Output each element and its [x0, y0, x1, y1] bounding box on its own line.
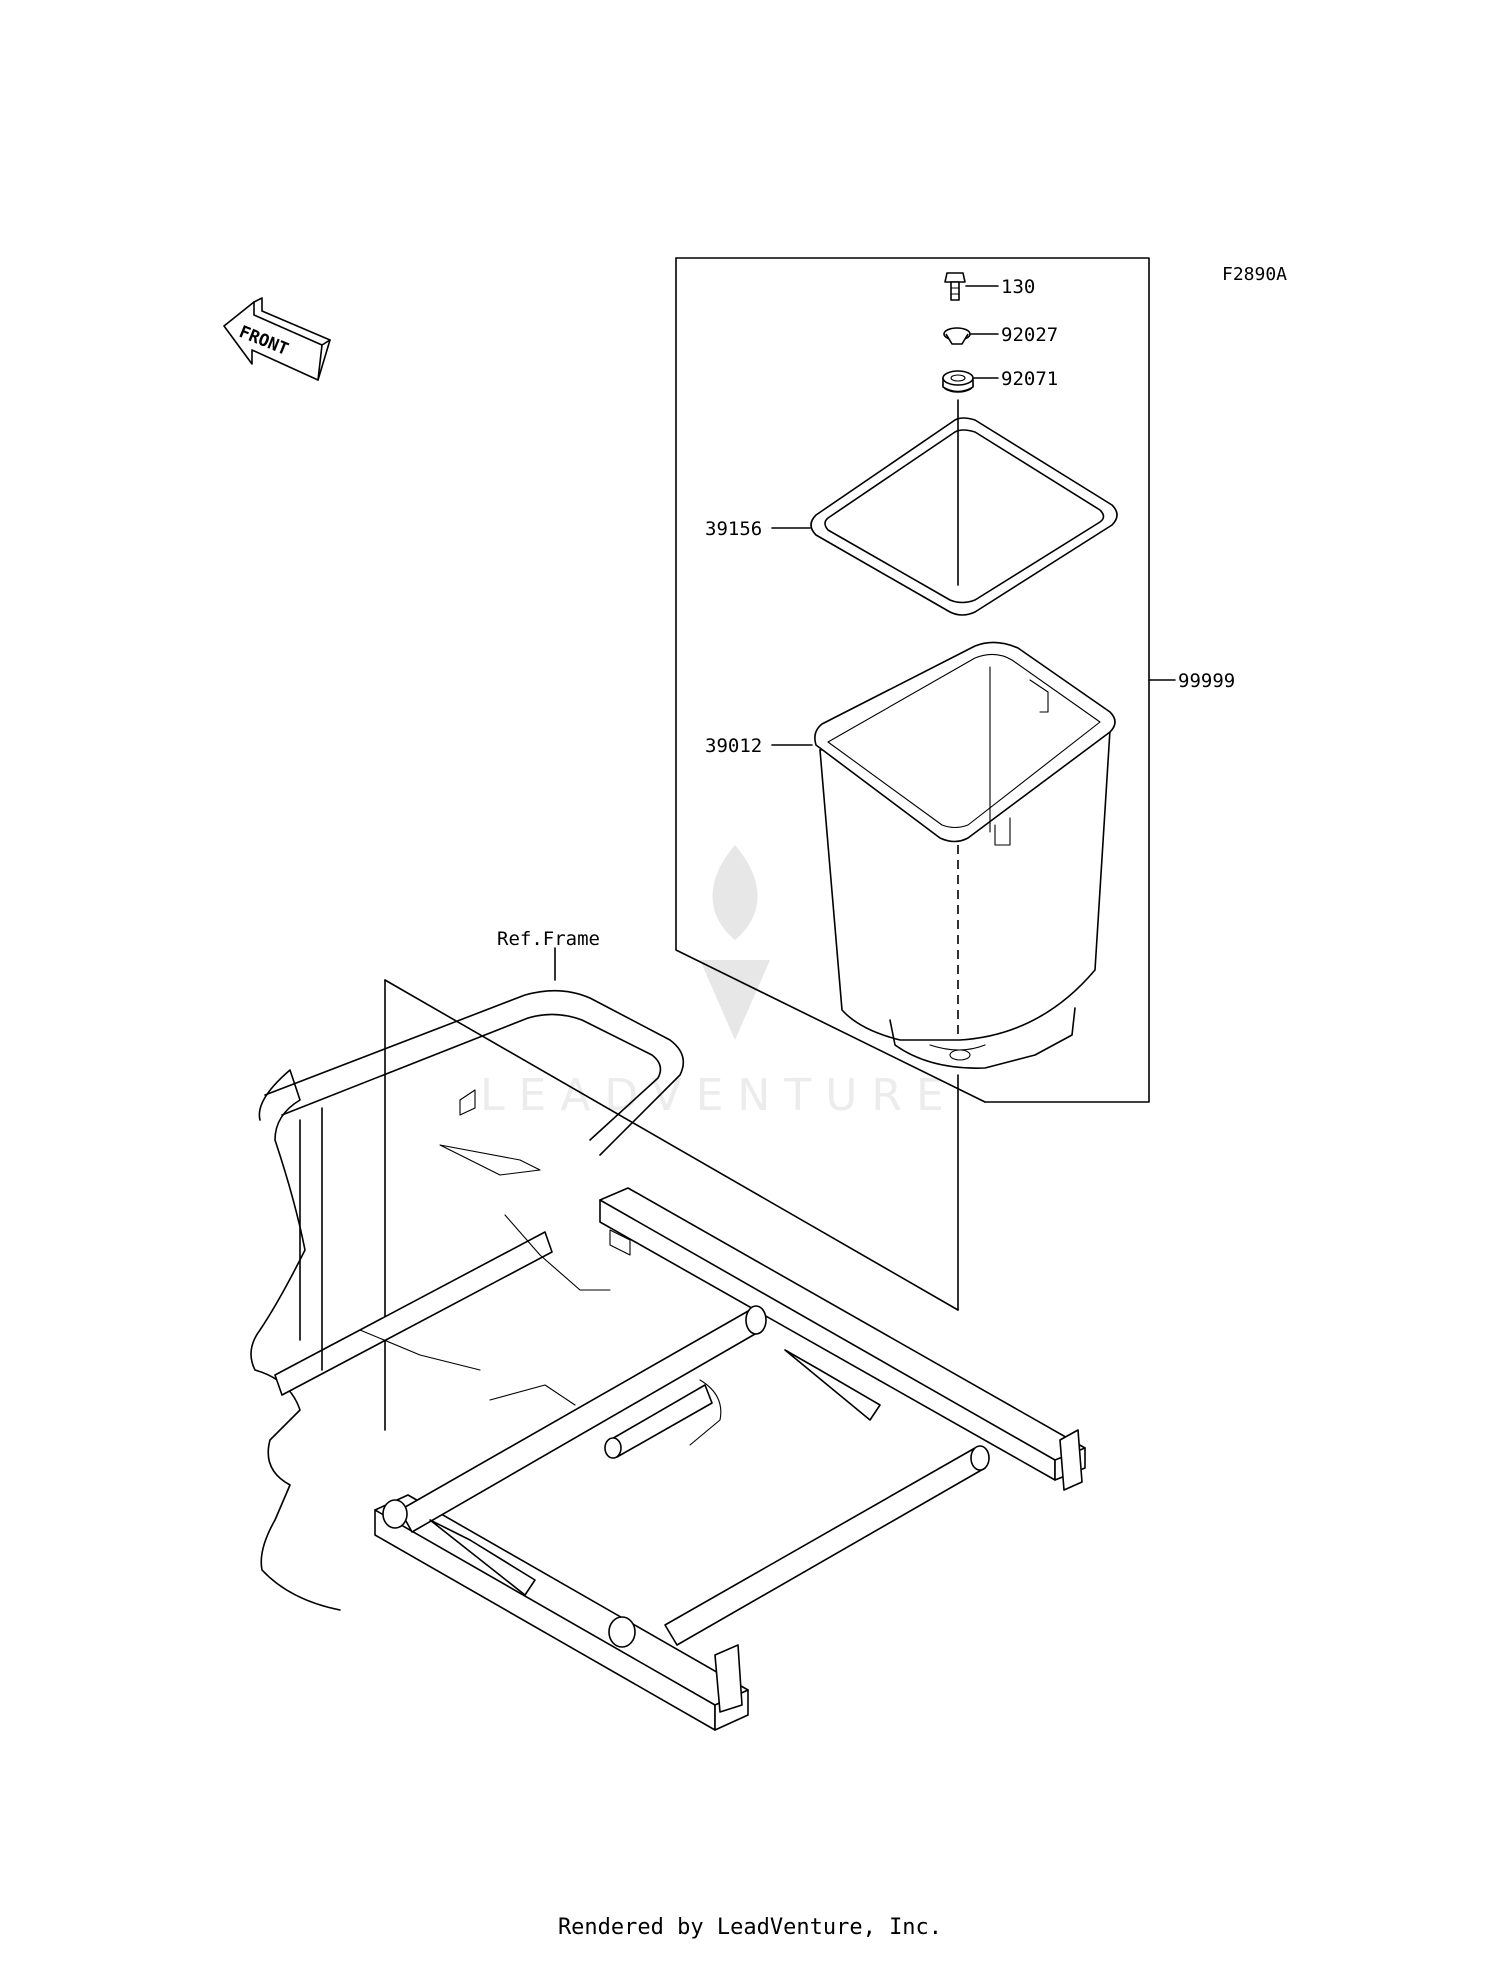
footer-credit: Rendered by LeadVenture, Inc. [557, 1915, 943, 1940]
figure-code: F2890A [1222, 264, 1287, 285]
ref-frame-bracket [384, 947, 959, 1431]
grommet-92071 [942, 370, 999, 393]
part-number-92071: 92071 [1001, 368, 1058, 390]
part-number-39012: 39012 [705, 735, 762, 757]
watermark-text: LEADVENTURE [480, 1070, 958, 1121]
bolt-130 [944, 272, 999, 301]
vehicle-frame [250, 989, 1086, 1731]
storage-bin-39012 [771, 641, 1116, 1069]
seal-39156 [771, 417, 1118, 616]
washer-92027 [943, 327, 999, 345]
front-arrow-icon: FRONT [223, 297, 331, 381]
part-number-39156: 39156 [705, 518, 762, 540]
ref-frame-label: Ref.Frame [497, 928, 600, 950]
part-number-130: 130 [1001, 276, 1035, 298]
part-number-92027: 92027 [1001, 324, 1058, 346]
part-number-99999: 99999 [1178, 670, 1235, 692]
assembly-bracket [675, 257, 1176, 1103]
leadventure-watermark: LEADVENTURE [480, 845, 958, 1121]
